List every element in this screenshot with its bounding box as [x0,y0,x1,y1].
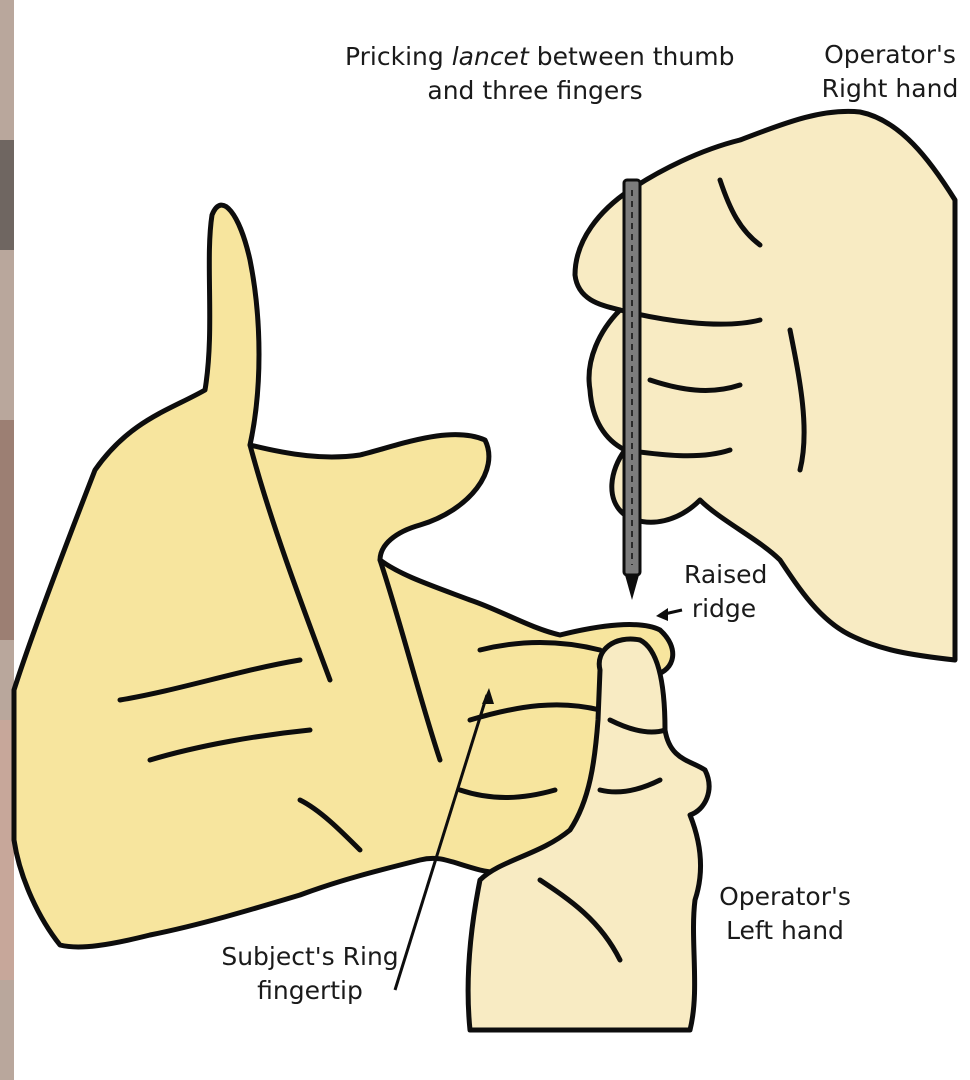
arrow-icon [656,608,682,621]
operator-left-label: Operator's Left hand [710,880,860,948]
lancet-caption-line1: Pricking lancet between thumb [345,40,725,74]
lancet-caption-line2: and three fingers [345,74,725,108]
lancet-icon [624,180,640,600]
background-photo-strip [0,0,14,1080]
subject-ring-label: Subject's Ring fingertip [210,940,410,1008]
operator-right-label: Operator's Right hand [815,38,965,106]
lancet-caption: Pricking lancet between thumb and three … [345,40,725,108]
raised-ridge-label: Raised ridge [684,558,764,626]
